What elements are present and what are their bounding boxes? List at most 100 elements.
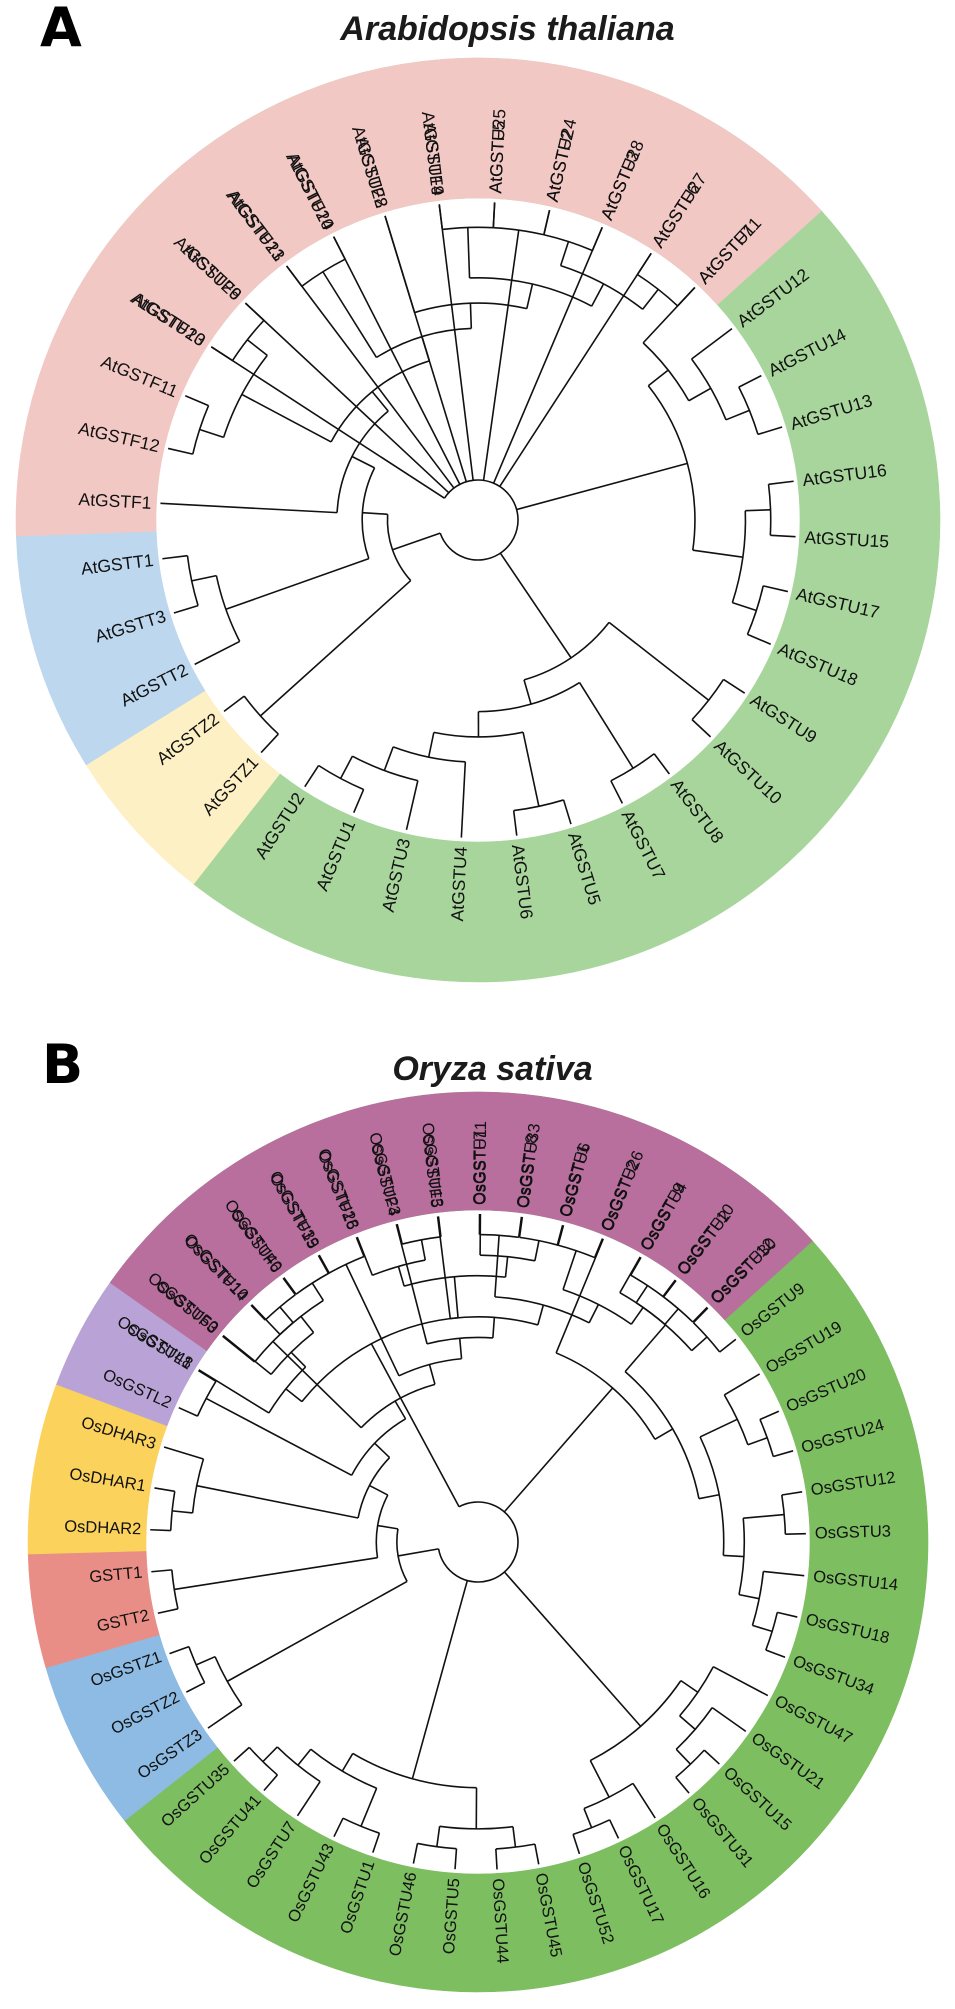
branch-arc bbox=[572, 1819, 611, 1836]
branch bbox=[583, 1808, 593, 1828]
branch bbox=[675, 1748, 692, 1765]
branch bbox=[624, 1324, 667, 1373]
panel-title: Arabidopsis thaliana bbox=[340, 10, 675, 48]
branch-arc bbox=[642, 342, 690, 402]
branch bbox=[662, 1279, 676, 1297]
branch bbox=[590, 283, 605, 307]
clade-sector bbox=[693, 1200, 813, 1321]
branch bbox=[492, 202, 496, 228]
branch bbox=[184, 395, 209, 407]
branch-arc bbox=[336, 410, 389, 513]
branch bbox=[355, 1237, 365, 1257]
branch-arc bbox=[357, 1456, 391, 1519]
branch bbox=[773, 1450, 794, 1458]
branch bbox=[557, 1225, 565, 1246]
branch bbox=[593, 1238, 604, 1258]
branch bbox=[723, 1373, 761, 1396]
branch bbox=[233, 1746, 250, 1762]
branch bbox=[172, 1510, 193, 1514]
leaf-label: AtGSTU4 bbox=[447, 846, 471, 922]
branch bbox=[437, 1216, 442, 1237]
branch-arc bbox=[398, 1357, 462, 1377]
branch bbox=[174, 1556, 378, 1591]
branch-arc bbox=[414, 302, 527, 314]
branch-arc bbox=[746, 585, 765, 635]
branch bbox=[428, 1364, 436, 1385]
branch bbox=[420, 1239, 427, 1261]
branch bbox=[223, 695, 245, 713]
branch bbox=[195, 1655, 216, 1666]
branch bbox=[763, 585, 789, 593]
branch bbox=[492, 1317, 496, 1339]
branch bbox=[777, 1611, 798, 1618]
branch bbox=[768, 480, 794, 486]
branch bbox=[154, 1487, 175, 1493]
branch bbox=[436, 1216, 452, 1319]
branch-arc bbox=[310, 1748, 377, 1789]
branch bbox=[723, 1554, 744, 1558]
branch bbox=[526, 283, 534, 309]
branch bbox=[747, 1437, 768, 1446]
branch bbox=[150, 1528, 171, 1532]
branch-arc bbox=[450, 1316, 539, 1326]
branch bbox=[397, 1266, 405, 1287]
branch bbox=[372, 1832, 381, 1853]
branch bbox=[262, 1746, 278, 1763]
branch bbox=[512, 1826, 517, 1848]
branch-arc bbox=[765, 1612, 779, 1651]
branch-arc bbox=[589, 1680, 682, 1762]
branch bbox=[198, 1369, 270, 1414]
branch bbox=[723, 678, 746, 694]
branch bbox=[503, 1387, 614, 1513]
panel-letter: B bbox=[42, 1033, 84, 1096]
branch bbox=[699, 1418, 738, 1438]
branch bbox=[285, 265, 455, 489]
branch bbox=[157, 1608, 179, 1615]
branch-arc bbox=[433, 731, 524, 738]
branch bbox=[196, 1484, 359, 1519]
branch-arc bbox=[342, 1817, 380, 1834]
branch bbox=[191, 574, 217, 582]
branch bbox=[635, 1285, 649, 1304]
branch bbox=[692, 1307, 709, 1324]
branch bbox=[453, 1276, 459, 1318]
branch bbox=[279, 1306, 294, 1324]
branch bbox=[244, 302, 450, 494]
branch bbox=[199, 428, 224, 439]
branch bbox=[703, 1749, 720, 1765]
branch bbox=[785, 1532, 806, 1536]
branch-arc bbox=[171, 1569, 179, 1609]
branch bbox=[691, 327, 733, 360]
branch bbox=[610, 780, 624, 804]
branch bbox=[698, 1493, 720, 1500]
branch bbox=[572, 1834, 581, 1855]
branch bbox=[345, 1264, 400, 1377]
branch bbox=[272, 1340, 362, 1429]
branch-arc bbox=[781, 1494, 787, 1535]
branch bbox=[317, 1255, 330, 1274]
branch bbox=[759, 1410, 780, 1421]
branch bbox=[692, 549, 743, 559]
branch bbox=[395, 1224, 428, 1345]
branch-arc bbox=[699, 1436, 725, 1556]
branch bbox=[608, 621, 710, 701]
branch bbox=[725, 409, 750, 421]
panel-title: Oryza sativa bbox=[392, 1050, 593, 1088]
branch bbox=[173, 604, 199, 614]
branch bbox=[630, 1256, 642, 1276]
branch bbox=[405, 780, 419, 831]
branch bbox=[185, 1681, 206, 1693]
branch bbox=[469, 303, 473, 329]
leaf-label: GSTT1 bbox=[89, 1564, 144, 1587]
branch bbox=[738, 374, 762, 388]
branch bbox=[752, 1624, 773, 1633]
branch bbox=[743, 1513, 785, 1520]
branch bbox=[494, 1235, 500, 1297]
branch bbox=[466, 227, 471, 278]
branch bbox=[339, 755, 354, 779]
branch bbox=[512, 810, 518, 836]
branch bbox=[169, 1645, 190, 1655]
branch-arc bbox=[191, 405, 210, 455]
leaf-label: OsGSTU44 bbox=[489, 1878, 512, 1964]
